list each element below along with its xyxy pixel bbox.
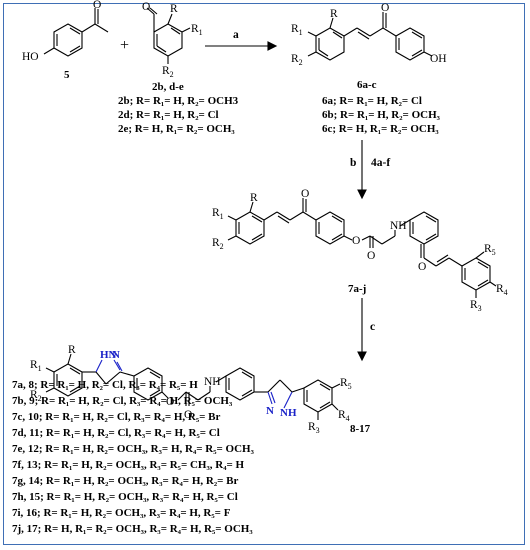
compound-7-r3: R3 xyxy=(470,299,482,313)
chalcone-list: 6a; R= R₁= H, R₂= Cl 6b; R= R₁= H, R₂= O… xyxy=(322,95,441,135)
compound-6-label: 6a-c xyxy=(357,79,377,91)
compound-8-r2: R2 xyxy=(30,389,42,403)
compound-8-label: 8-17 xyxy=(350,423,371,435)
plus-sign: + xyxy=(120,37,129,54)
compound-2-aldehyde-o: O xyxy=(142,1,150,13)
aldehyde-list: 2b; R= R₁= H, R₂= OCH3 2d; R= R₁= H, R₂=… xyxy=(118,95,239,135)
product-list-item: 7b, 9; R= R₁= H, R₂= Cl, R₃= R₄= H, R₅= … xyxy=(12,395,233,407)
product-list-item: 7g, 14; R= R₁= H, R₂= OCH₃, R₃= R₄= H, R… xyxy=(12,475,238,487)
compound-7-nh: NH xyxy=(390,220,407,232)
compound-6-oh: OH xyxy=(430,53,447,65)
product-list-item: 7i, 16; R= R₁= H, R₂= OCH₃, R₃= R₄= H, R… xyxy=(12,507,231,519)
compound-5-structure xyxy=(43,8,109,57)
arrow-a-head xyxy=(267,41,278,51)
arrow-b-reagent: 4a-f xyxy=(371,157,390,169)
compound-8-r1: R1 xyxy=(30,359,42,373)
compound-7-label: 7a-j xyxy=(348,283,366,295)
product-list-item: 7c, 10; R= R₁= H, R₂= Cl, R₃= R₄= H, R₅=… xyxy=(12,411,221,423)
arrow-b-label: b xyxy=(350,157,356,169)
compound-2-structure xyxy=(146,7,191,64)
figure-frame xyxy=(3,3,525,545)
pyrazoline-hn: HN xyxy=(100,349,117,361)
compound-5-label: 5 xyxy=(64,69,70,81)
chalcone-list-item: 6c; R= H, R₁= R₂= OCH₃ xyxy=(322,123,439,135)
compound-2-label: 2b, d-e xyxy=(152,81,184,93)
compound-8-r5: R5 xyxy=(340,377,352,391)
compound-7-amide-o: O xyxy=(367,250,375,262)
aldehyde-list-item: 2e; R= H, R₁= R₂= OCH₃ xyxy=(118,123,235,135)
product-list-item: 7h, 15; R= R₁= H, R₂= OCH₃, R₃= R₄= H, R… xyxy=(12,491,238,503)
compound-8-ether-o: O xyxy=(166,396,174,408)
compound-2-r: R xyxy=(170,3,178,15)
product-list-item: 7a, 8; R= R₁= H, R₂= Cl, R₃= R₄= R₅= H xyxy=(12,379,198,391)
compound-5-carbonyl-o: O xyxy=(93,0,101,11)
compound-8-structure xyxy=(45,353,341,420)
compound-8-r: R xyxy=(68,344,76,356)
arrow-c-head xyxy=(357,351,367,362)
aldehyde-list-item: 2d; R= R₁= H, R₂= Cl xyxy=(118,109,219,121)
compound-7-ether-o: O xyxy=(352,235,360,247)
compound-5-ho: HO xyxy=(22,51,39,63)
compound-6-structure xyxy=(307,12,433,61)
compound-6-r: R xyxy=(330,8,338,20)
product-list-item: 7d, 11; R= R₁= H, R₂= Cl, R₃= R₄= H, R₅=… xyxy=(12,427,220,439)
product-list: 7a, 8; R= R₁= H, R₂= Cl, R₃= R₄= R₅= H 7… xyxy=(12,379,255,535)
compound-6-carbonyl-o: O xyxy=(381,2,389,14)
pyrazoline2-n: N xyxy=(266,405,274,417)
compound-7-ketone-o: O xyxy=(301,188,309,200)
compound-7-r2: R2 xyxy=(212,237,224,251)
arrow-b-head xyxy=(357,189,367,200)
pyrazoline2-nh: NH xyxy=(280,407,297,419)
compound-7-r4: R4 xyxy=(496,283,508,297)
compound-6-r1: R1 xyxy=(291,23,303,37)
product-list-item: 7e, 12; R= R₁= H, R₂= OCH₃, R₃= H, R₄= R… xyxy=(12,443,255,455)
arrow-c-label: c xyxy=(370,321,375,333)
aldehyde-list-item: 2b; R= R₁= H, R₂= OCH3 xyxy=(118,95,239,107)
compound-7-r: R xyxy=(250,192,258,204)
compound-8-nh: NH xyxy=(204,376,221,388)
product-list-item: 7f, 13; R= R₁= H, R₂= OCH₃, R₃= R₅= CH₃,… xyxy=(12,459,245,471)
arrow-a-label: a xyxy=(233,29,239,41)
chalcone-list-item: 6a; R= R₁= H, R₂= Cl xyxy=(322,95,422,107)
compound-7-ketone2-o: O xyxy=(418,261,426,273)
compound-7-r1: R1 xyxy=(212,207,224,221)
pyrazoline-n: N xyxy=(112,349,120,361)
compound-6-r2: R2 xyxy=(291,53,303,67)
product-list-item: 7j, 17; R= H, R₁= R₂= OCH₃, R₃= R₄= H, R… xyxy=(12,523,253,535)
compound-8-amide-o: O xyxy=(184,409,192,421)
compound-8-r4: R4 xyxy=(338,409,350,423)
compound-7-r5: R5 xyxy=(484,243,496,257)
compound-8-r3: R3 xyxy=(308,421,320,435)
compound-2-r2: R2 xyxy=(162,65,174,79)
compound-2-r1: R1 xyxy=(191,23,203,37)
chalcone-list-item: 6b; R= R₁= H, R₂= OCH₃ xyxy=(322,109,441,121)
compound-7-structure xyxy=(227,198,497,298)
